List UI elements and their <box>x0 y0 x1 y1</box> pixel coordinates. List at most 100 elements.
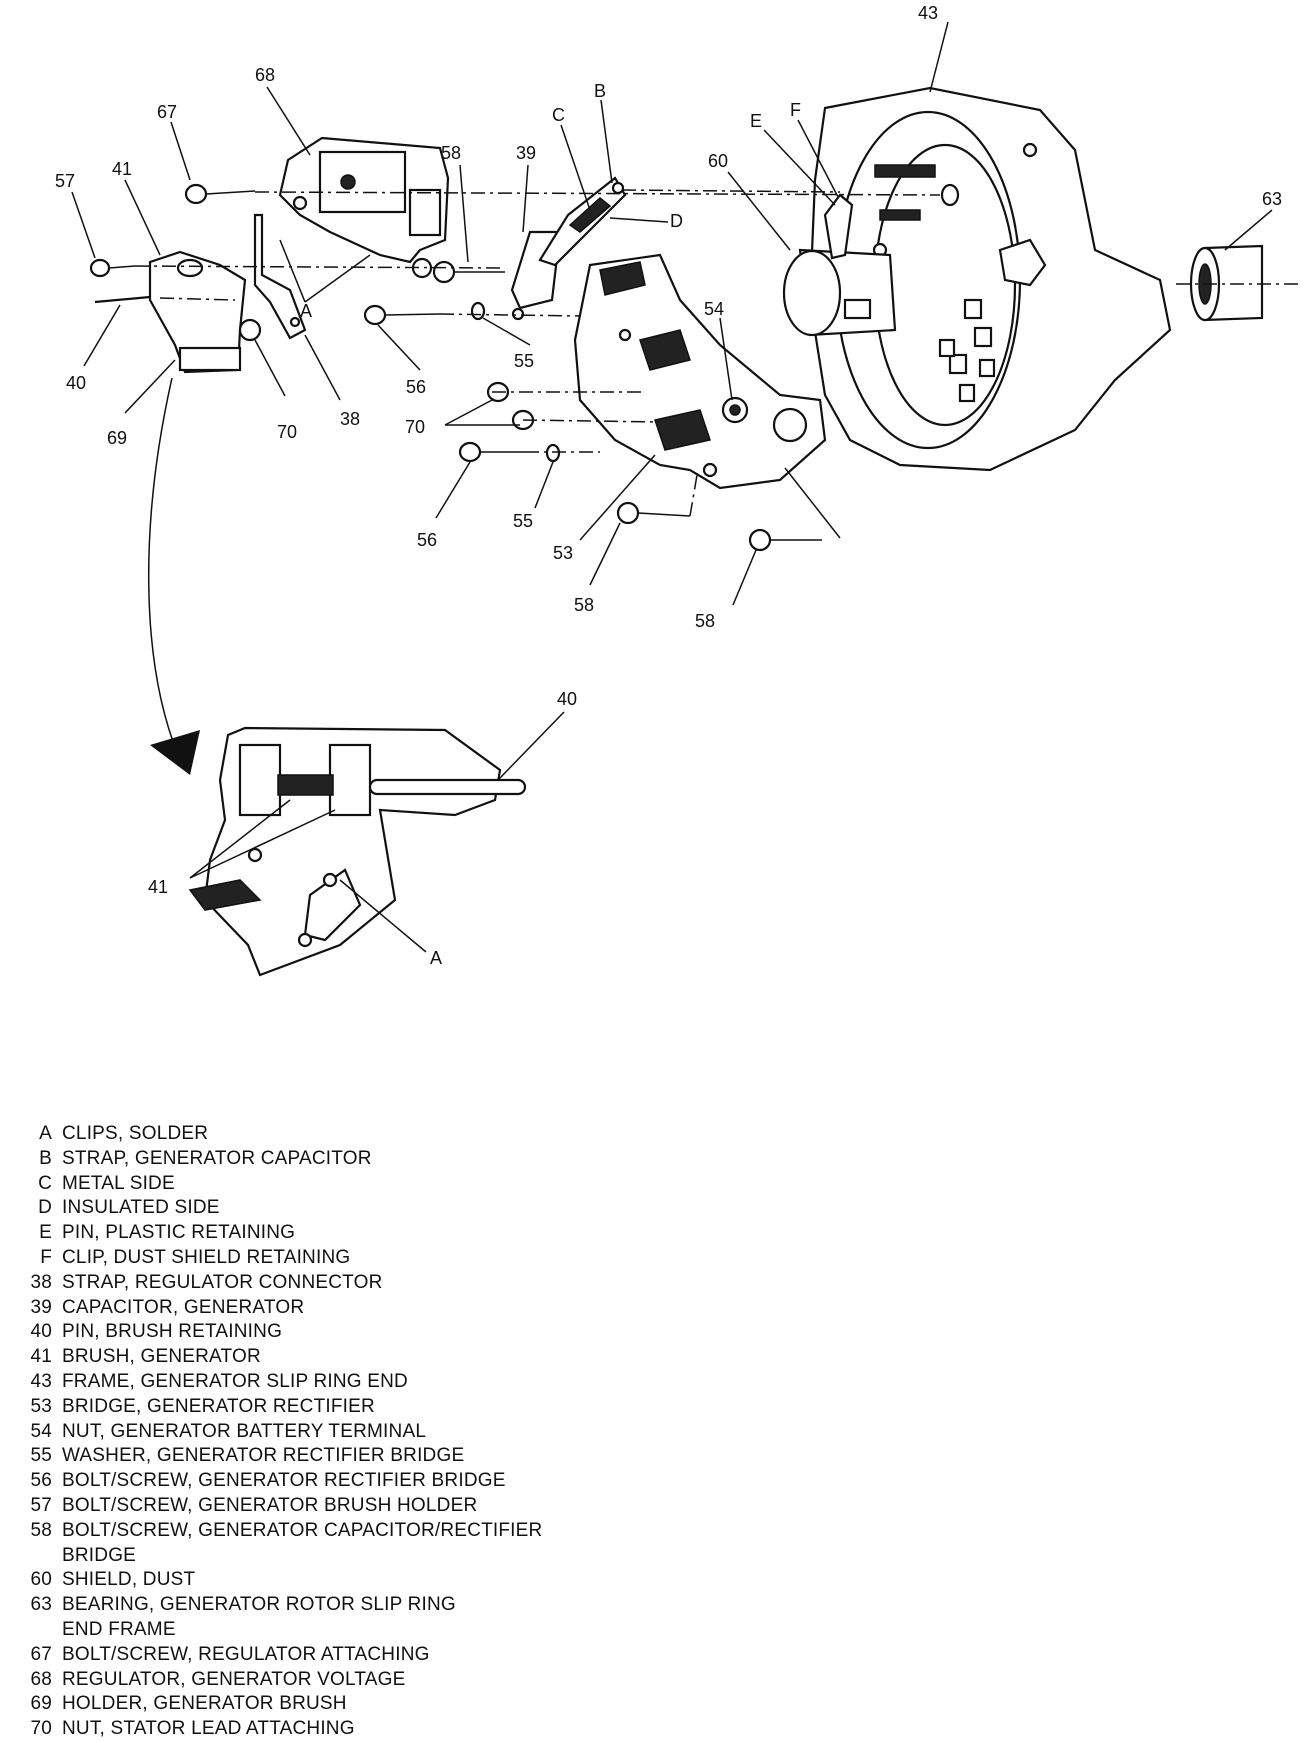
callout-F: F <box>790 100 801 120</box>
callout-70-left: 70 <box>405 417 425 437</box>
generator-capacitor <box>510 176 627 321</box>
callout-58-low-2: 58 <box>695 611 715 631</box>
legend-desc: SHIELD, DUST <box>62 1569 196 1591</box>
callout-56-low: 56 <box>417 530 437 550</box>
callout-E: E <box>750 111 762 131</box>
legend-desc: BOLT/SCREW, GENERATOR BRUSH HOLDER <box>62 1494 478 1516</box>
legend-desc: END FRAME <box>62 1618 176 1640</box>
legend-item: END FRAME <box>8 1618 648 1643</box>
callout-38: 38 <box>340 409 360 429</box>
legend-desc: BRUSH, GENERATOR <box>62 1346 261 1368</box>
callout-41-top: 41 <box>112 159 132 179</box>
legend-key: 40 <box>30 1321 52 1343</box>
bolt-capacitor-rectifier-top <box>432 260 505 284</box>
dust-shield-retaining-clip <box>823 193 854 260</box>
callout-53: 53 <box>553 543 573 563</box>
legend-desc: WASHER, GENERATOR RECTIFIER BRIDGE <box>62 1445 465 1467</box>
legend-key: 69 <box>30 1693 52 1715</box>
legend-key: 41 <box>30 1346 52 1368</box>
legend-desc: BOLT/SCREW, REGULATOR ATTACHING <box>62 1643 430 1665</box>
legend-desc: PIN, BRUSH RETAINING <box>62 1321 283 1343</box>
legend-desc: BRIDGE, GENERATOR RECTIFIER <box>62 1395 375 1417</box>
legend-desc: METAL SIDE <box>62 1172 175 1194</box>
callout-58-low-1: 58 <box>574 595 594 615</box>
legend-key <box>8 1618 62 1643</box>
callout-69: 69 <box>107 428 127 448</box>
bolt-brush-holder <box>89 258 136 278</box>
detail-pointer-arrowhead <box>150 730 200 775</box>
legend-item: 68 REGULATOR, GENERATOR VOLTAGE <box>8 1668 648 1693</box>
legend-item: 63 BEARING, GENERATOR ROTOR SLIP RING <box>8 1593 648 1618</box>
legend-item: C METAL SIDE <box>8 1172 648 1197</box>
legend-item: 67 BOLT/SCREW, REGULATOR ATTACHING <box>8 1643 648 1668</box>
rotor-bearing <box>1189 244 1264 322</box>
legend-desc: INSULATED SIDE <box>62 1197 220 1219</box>
legend-key: 60 <box>30 1569 52 1591</box>
callout-A-detail: A <box>430 948 442 968</box>
legend-key: 68 <box>30 1668 52 1690</box>
legend-key: E <box>39 1222 52 1244</box>
legend-key: 57 <box>30 1494 52 1516</box>
callout-40-detail: 40 <box>557 689 577 709</box>
exploded-view-diagram: 43 68 67 B C 58 39 E F 60 57 41 D 63 A 5… <box>55 3 1300 977</box>
legend-desc: BOLT/SCREW, GENERATOR CAPACITOR/RECTIFIE… <box>62 1519 543 1541</box>
legend-key: 63 <box>30 1594 52 1616</box>
bolt-capacitor-rectifier-low-1 <box>616 501 691 525</box>
legend-key: 43 <box>30 1370 52 1392</box>
legend-desc: STRAP, REGULATOR CONNECTOR <box>62 1271 383 1293</box>
rectifier-bridge <box>573 253 827 490</box>
callout-58-top: 58 <box>441 143 461 163</box>
legend-desc: NUT, GENERATOR BATTERY TERMINAL <box>62 1420 427 1442</box>
regulator-connector-strap <box>253 213 307 340</box>
legend-key: 54 <box>30 1420 52 1442</box>
brush-holder <box>148 250 247 374</box>
legend-key: 53 <box>30 1395 52 1417</box>
legend-key: C <box>38 1172 52 1194</box>
legend-desc: REGULATOR, GENERATOR VOLTAGE <box>62 1668 406 1690</box>
bolt-regulator-attaching <box>184 183 256 205</box>
callout-63: 63 <box>1262 189 1282 209</box>
callout-68: 68 <box>255 65 275 85</box>
legend-desc: NUT, STATOR LEAD ATTACHING <box>62 1718 355 1740</box>
legend-desc: STRAP, GENERATOR CAPACITOR <box>62 1147 372 1169</box>
callout-D: D <box>670 211 683 231</box>
legend-item: 54 NUT, GENERATOR BATTERY TERMINAL <box>8 1420 648 1445</box>
legend-key: 38 <box>30 1271 52 1293</box>
callout-57: 57 <box>55 171 75 191</box>
callout-C: C <box>552 105 565 125</box>
legend-desc: PIN, PLASTIC RETAINING <box>62 1222 296 1244</box>
callout-55-mid: 55 <box>514 351 534 371</box>
callout-B: B <box>594 81 606 101</box>
washer-rectifier-low <box>545 443 561 463</box>
legend-desc: BEARING, GENERATOR ROTOR SLIP RING <box>62 1594 456 1616</box>
legend-desc: BRIDGE <box>62 1544 137 1566</box>
callout-70-mid: 70 <box>277 422 297 442</box>
legend-key: 67 <box>30 1643 52 1665</box>
brush-retaining-pin <box>94 295 151 304</box>
callout-54: 54 <box>704 299 724 319</box>
legend-item: 40 PIN, BRUSH RETAINING <box>8 1320 648 1345</box>
legend-item: 60 SHIELD, DUST <box>8 1568 648 1593</box>
callout-43: 43 <box>918 3 938 23</box>
legend-key: D <box>38 1197 52 1219</box>
legend-key: 39 <box>30 1296 52 1318</box>
callout-41-detail: 41 <box>148 877 168 897</box>
legend-key <box>8 1544 62 1569</box>
washer-rectifier-mid <box>470 301 486 321</box>
callout-40-top: 40 <box>66 373 86 393</box>
detail-pointer-arrow <box>148 377 179 756</box>
legend-key: A <box>39 1123 52 1144</box>
bolt-rectifier-bridge-low <box>458 441 525 463</box>
bolt-capacitor-rectifier-low-2 <box>748 528 822 552</box>
legend-key: F <box>40 1246 52 1268</box>
